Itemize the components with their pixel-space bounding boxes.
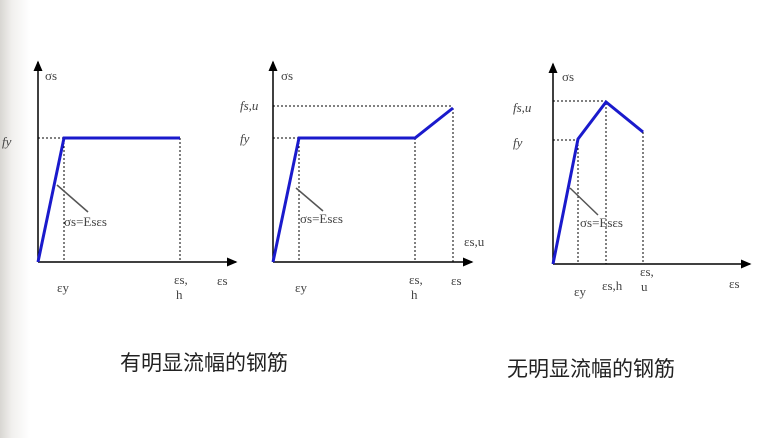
esu-label: εs,u [464, 234, 485, 249]
diagram-mild-steel-hardening: σs fs,u fy σs=Esεs εs,u εy εs, h εs [240, 60, 485, 302]
esh-label-sub: h [176, 287, 183, 302]
guide-lines [553, 100, 644, 264]
ey-label: εy [295, 280, 307, 295]
esh-label: εs,h [602, 278, 623, 293]
y-axis-label: σs [45, 68, 57, 83]
y-axis-label: σs [281, 68, 293, 83]
guide-lines [273, 105, 454, 262]
caption-mild-steel: 有明显流幅的钢筋 [120, 351, 288, 375]
stress-strain-curve [551, 99, 644, 265]
esh-label-sub: h [411, 287, 418, 302]
esh-label: εs, [174, 272, 188, 287]
fsu-label: fs,u [513, 100, 532, 115]
diagram-mild-steel: σs fy σs=Esεs εy εs, h εs [2, 60, 238, 302]
annotation-leader [295, 187, 324, 212]
fy-label: fy [240, 131, 250, 146]
formula-label: σs=Esεs [300, 211, 343, 226]
x-axis-label: εs [729, 276, 740, 291]
annotation-leader [56, 184, 89, 213]
annotation-leader [569, 187, 599, 216]
fsu-label: fs,u [240, 98, 259, 113]
fy-label: fy [513, 135, 523, 150]
formula-label: σs=Esεs [64, 214, 107, 229]
stress-strain-curve [271, 106, 454, 263]
esu-label-sub: u [641, 279, 648, 294]
esh-label: εs, [409, 272, 423, 287]
esu-label: εs, [640, 264, 654, 279]
ey-label: εy [57, 280, 69, 295]
x-axis-label: εs [217, 273, 228, 288]
y-axis-label: σs [562, 69, 574, 84]
guide-lines [38, 137, 181, 262]
caption-hard-steel: 无明显流幅的钢筋 [507, 357, 675, 381]
fy-label: fy [2, 134, 12, 149]
formula-label: σs=Esεs [580, 215, 623, 230]
stress-strain-curve [36, 136, 180, 263]
ey-label: εy [574, 284, 586, 299]
diagram-hard-steel: σs fs,u fy σs=Esεs εy εs,h εs, u εs [513, 62, 752, 299]
x-axis-label: εs [451, 273, 462, 288]
